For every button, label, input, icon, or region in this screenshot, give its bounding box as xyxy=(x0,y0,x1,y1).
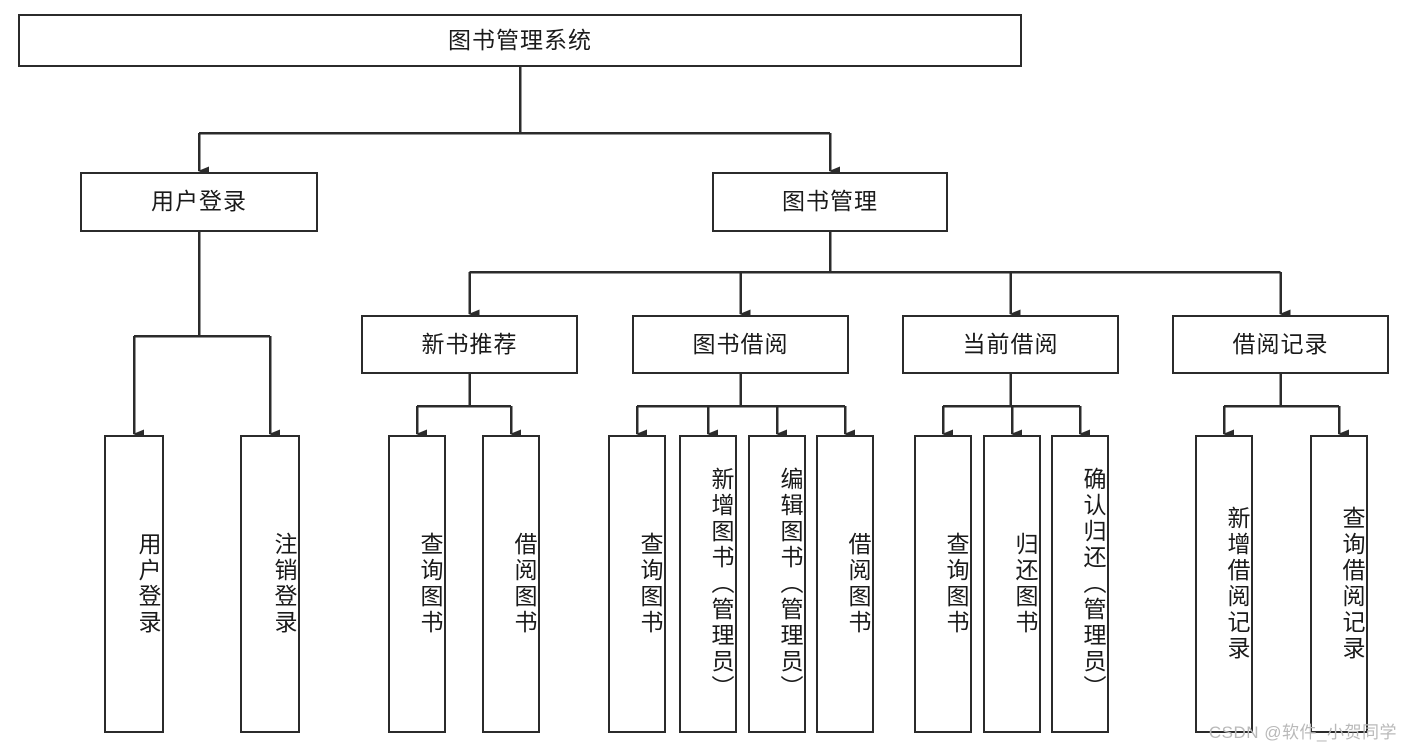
node-leaf-cur-query[interactable]: 查询图书 xyxy=(914,435,972,733)
node-label: 当前借阅 xyxy=(962,330,1059,357)
node-label: 注销登录 xyxy=(271,532,297,636)
watermark-label: CSDN @软件_小贺同学 xyxy=(1208,723,1397,742)
node-leaf-logout[interactable]: 注销登录 xyxy=(240,435,300,733)
node-label: 新增图书（管理员） xyxy=(708,467,734,701)
node-label: 借阅图书 xyxy=(511,532,537,636)
node-root[interactable]: 图书管理系统 xyxy=(18,14,1022,67)
node-leaf-borrow-add[interactable]: 新增图书（管理员） xyxy=(679,435,737,733)
node-label: 借阅图书 xyxy=(845,532,871,636)
node-leaf-rec-query[interactable]: 查询图书 xyxy=(388,435,446,733)
node-label: 查询图书 xyxy=(417,532,443,636)
node-label: 查询借阅记录 xyxy=(1339,506,1365,662)
node-leaf-borrow-query[interactable]: 查询图书 xyxy=(608,435,666,733)
node-label: 图书管理 xyxy=(782,188,878,215)
node-label: 查询图书 xyxy=(943,532,969,636)
node-label: 新书推荐 xyxy=(421,330,518,357)
node-current-borrow[interactable]: 当前借阅 xyxy=(902,315,1119,374)
node-label: 用户登录 xyxy=(135,532,161,636)
node-leaf-user-login[interactable]: 用户登录 xyxy=(104,435,164,733)
node-label: 编辑图书（管理员） xyxy=(777,467,803,701)
node-label: 借阅记录 xyxy=(1232,330,1329,357)
node-label: 归还图书 xyxy=(1012,532,1038,636)
node-leaf-cur-return[interactable]: 归还图书 xyxy=(983,435,1041,733)
node-label: 图书借阅 xyxy=(692,330,789,357)
node-leaf-rec-borrow[interactable]: 借阅图书 xyxy=(482,435,540,733)
node-leaf-cur-confirm[interactable]: 确认归还（管理员） xyxy=(1051,435,1109,733)
node-borrow-record[interactable]: 借阅记录 xyxy=(1172,315,1389,374)
connector-lines xyxy=(132,67,1349,439)
node-label: 新增借阅记录 xyxy=(1224,506,1250,662)
node-leaf-borrow-lend[interactable]: 借阅图书 xyxy=(816,435,874,733)
node-new-book-rec[interactable]: 新书推荐 xyxy=(361,315,578,374)
node-label: 查询图书 xyxy=(637,532,663,636)
node-book-manage[interactable]: 图书管理 xyxy=(712,172,948,232)
node-leaf-rec-search[interactable]: 查询借阅记录 xyxy=(1310,435,1368,733)
node-leaf-rec-add[interactable]: 新增借阅记录 xyxy=(1195,435,1253,733)
node-leaf-borrow-edit[interactable]: 编辑图书（管理员） xyxy=(748,435,806,733)
node-label: 用户登录 xyxy=(151,188,247,215)
node-label: 确认归还（管理员） xyxy=(1080,467,1106,701)
node-user-login[interactable]: 用户登录 xyxy=(80,172,318,232)
node-label: 图书管理系统 xyxy=(448,26,592,53)
node-book-borrow[interactable]: 图书借阅 xyxy=(632,315,849,374)
